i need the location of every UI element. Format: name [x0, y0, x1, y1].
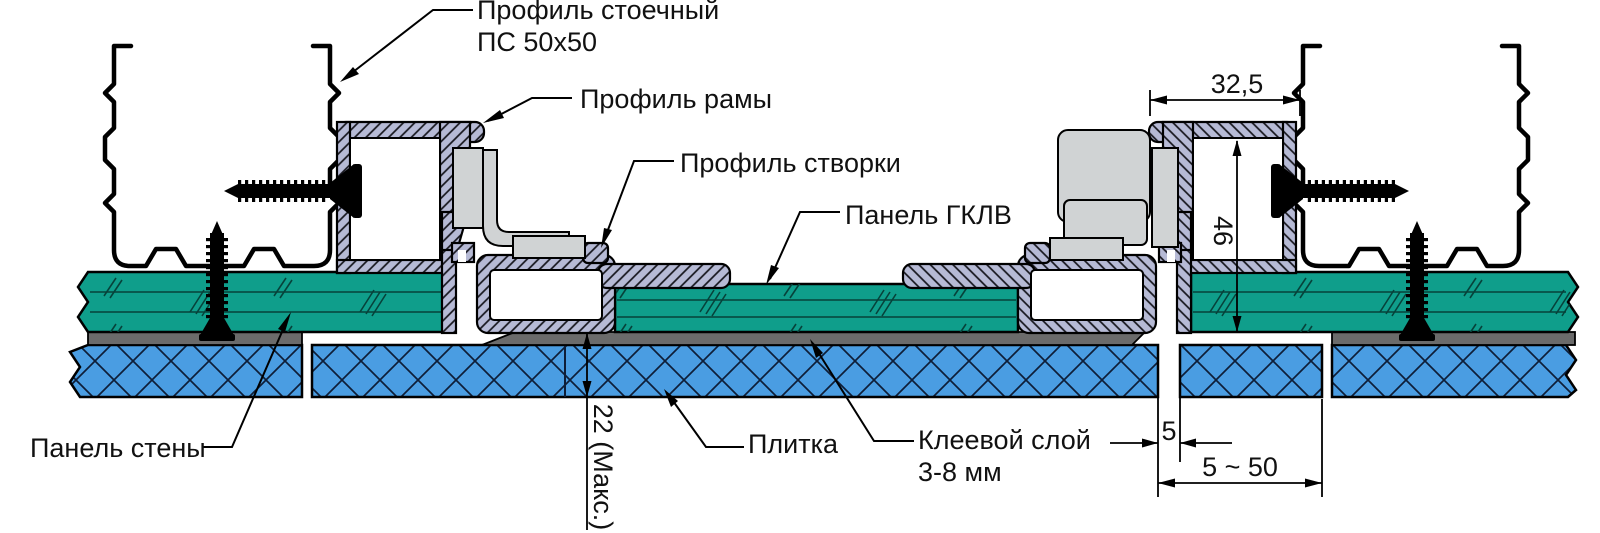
tile-middle-segment-a: [310, 343, 1160, 399]
hinge-hardware-left: [452, 147, 586, 259]
gklv-panels: [76, 270, 1580, 334]
label-frame-profile: Профиль рамы: [580, 84, 772, 114]
adhesive-left: [87, 331, 303, 346]
dimension-frame-depth: 46: [1208, 140, 1242, 332]
hinge-hardware-right: [1049, 129, 1179, 261]
dim-text-frame-width: 32,5: [1211, 69, 1264, 99]
leader-arrow-gklv: [766, 265, 779, 285]
dimension-finish-thickness: 22 (Макс.): [582, 333, 618, 530]
label-stud-profile-line1: Профиль стоечный: [477, 0, 719, 25]
label-adhesive-line2: 3-8 мм: [918, 457, 1002, 487]
label-tile: Плитка: [748, 429, 839, 459]
adhesive-layer: [87, 331, 1576, 346]
label-adhesive-line1: Клеевой слой: [918, 425, 1091, 455]
leader-arrow-sash: [601, 228, 612, 248]
dim-text-tile-cut-gap: 5: [1161, 416, 1176, 446]
frame-insert-plate-right: [1151, 147, 1179, 248]
dim-text-frame-depth: 46: [1208, 216, 1238, 246]
tile-layer: [68, 343, 1578, 399]
frame-insert-plate-left: [452, 147, 484, 229]
label-gklv-panel: Панель ГКЛВ: [845, 200, 1012, 230]
annotations: Профиль стоечный ПС 50x50 Профиль рамы П…: [30, 0, 1091, 487]
tile-left-segment: [68, 343, 304, 399]
angle-bracket-left: [482, 149, 570, 247]
label-stud-profile-line2: ПС 50x50: [477, 27, 597, 57]
leader-arrow-frame: [483, 110, 504, 123]
dimension-tile-cut-gap: 5: [1110, 350, 1232, 497]
dim-text-finish-thickness: 22 (Макс.): [588, 404, 618, 530]
leader-arrow-stud: [340, 67, 359, 82]
mount-bar-right: [1049, 237, 1124, 261]
leader-arrow-tile: [664, 389, 678, 407]
label-wall-panel: Панель стены: [30, 433, 206, 463]
tile-middle-segment-b: [1178, 343, 1324, 399]
mount-bar-left: [512, 235, 586, 259]
label-sash-profile: Профиль створки: [680, 148, 901, 178]
leader-arrow-wall-panel: [278, 312, 291, 332]
leader-arrow-adhesive: [810, 339, 823, 358]
dimension-frame-width: 32,5: [1149, 69, 1301, 116]
dimension-edge-distance: 5 ~ 50: [1158, 399, 1323, 497]
tile-right-segment: [1330, 343, 1578, 399]
adhesive-right: [1331, 331, 1576, 346]
dim-text-edge-distance: 5 ~ 50: [1202, 452, 1278, 482]
